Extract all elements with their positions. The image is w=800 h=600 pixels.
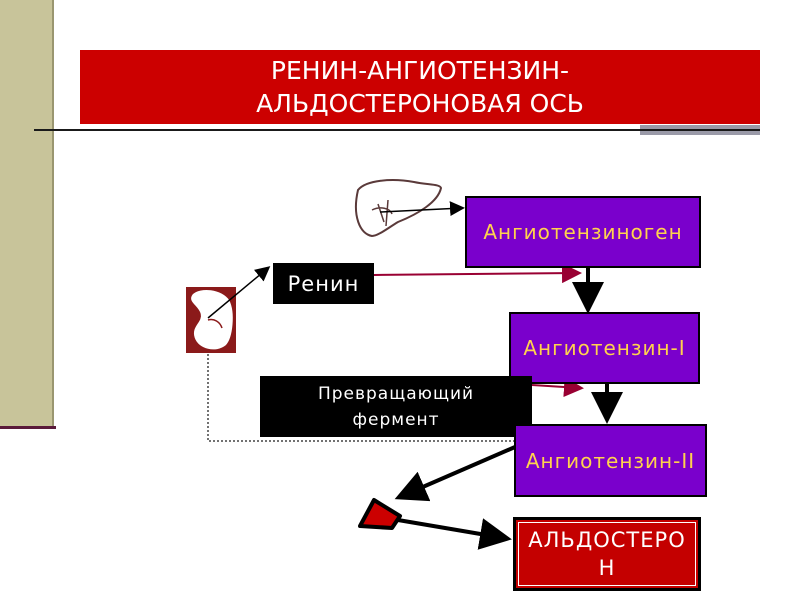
arrow-angiotensin-2-to-adrenal: [394, 445, 516, 502]
slide-title: РЕНИН-АНГИОТЕНЗИН- АЛЬДОСТЕРОНОВАЯ ОСЬ: [80, 50, 760, 124]
arrow-kidney-to-renin: [207, 266, 271, 319]
arrow-adrenal-to-aldosterone: [397, 518, 512, 550]
arrow-liver-to-angiotensinogen: [379, 201, 465, 217]
arrow-enzyme-to-angiotensin-2: [531, 377, 584, 397]
node-aldosterone: АЛЬДОСТЕРОН: [513, 517, 701, 591]
left-decor-line: [0, 426, 56, 429]
adrenal-gland-icon: [358, 498, 402, 530]
node-angiotensinogen: Ангиотензиноген: [465, 196, 701, 268]
liver-icon: [354, 179, 443, 238]
node-angiotensin-1: Ангиотензин-I: [509, 312, 700, 384]
title-rule: [34, 129, 760, 131]
arrow-renin-to-angiotensin-1: [373, 263, 582, 284]
node-renin: Ренин: [273, 263, 374, 304]
node-converting-enzyme: Превращающий фермент: [260, 376, 532, 437]
left-decor-band: [0, 0, 54, 426]
node-angiotensin-2: Ангиотензин-II: [514, 424, 707, 497]
feedback-angiotensin-2-to-kidney: [207, 354, 515, 442]
kidney-icon: [186, 287, 236, 353]
